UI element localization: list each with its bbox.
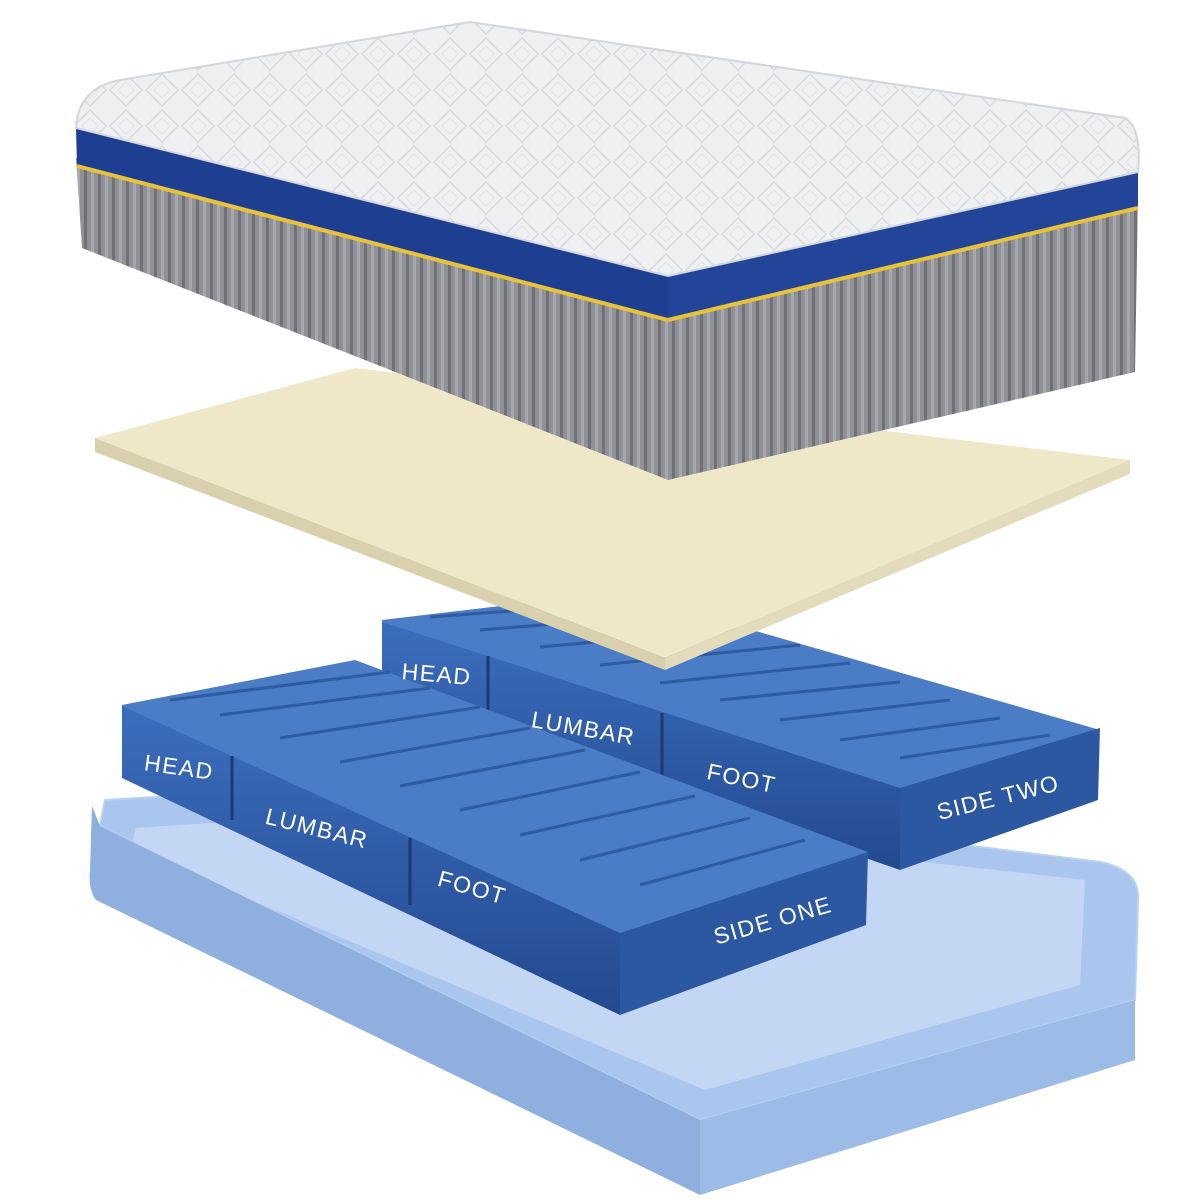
foam-front-edge <box>95 438 665 670</box>
base-frame-front-side <box>89 806 701 1195</box>
mattress-top-outline <box>74 20 1140 278</box>
mattress-piping-right <box>667 206 1139 322</box>
side-two-top <box>382 592 1100 790</box>
side-one-ridges <box>169 670 806 887</box>
side-one-front-face <box>122 706 620 1015</box>
mattress-quilted-top <box>76 22 1139 276</box>
air-chamber-side-one <box>122 660 868 1015</box>
mattress-side-panel-right <box>668 196 1138 480</box>
air-chamber-side-two <box>382 592 1100 870</box>
mattress-piping-left <box>76 164 669 322</box>
foam-top <box>95 368 1130 658</box>
comfort-foam-layer <box>95 368 1130 670</box>
base-frame-right-side <box>700 1000 1135 1195</box>
mattress-border-band-right <box>668 172 1138 320</box>
side-one-top <box>122 660 868 935</box>
mattress <box>74 20 1140 480</box>
side-one-end-face <box>620 852 868 1015</box>
side-two-end-face <box>900 728 1100 870</box>
mattress-border-band-left <box>76 128 668 320</box>
side-two-front-face <box>382 622 900 870</box>
foam-right-edge <box>665 460 1130 670</box>
mattress-side-panel-left <box>76 158 668 480</box>
side-two-head-label: HEAD <box>401 658 473 690</box>
